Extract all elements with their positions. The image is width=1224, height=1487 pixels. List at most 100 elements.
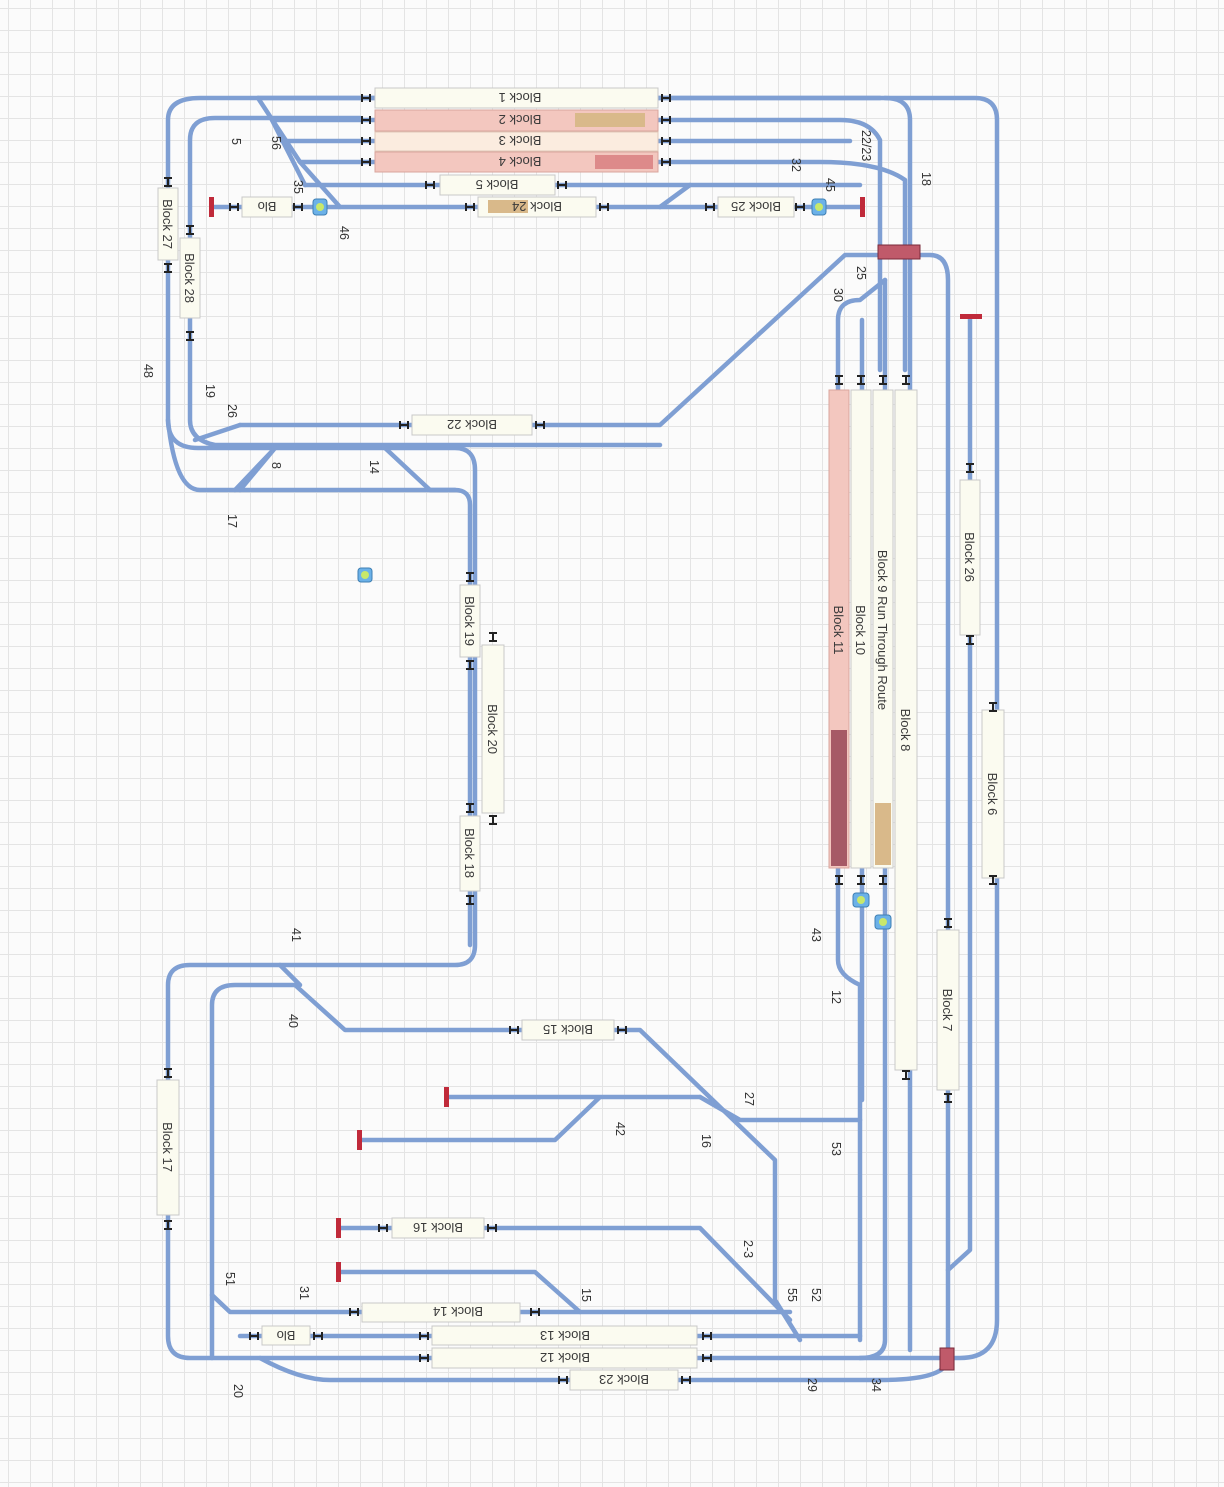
block-11[interactable]: Block 11: [828, 389, 850, 869]
track-diag-upper-right[interactable]: [657, 182, 693, 210]
turnout-number[interactable]: 14: [367, 460, 381, 474]
sensor-icon: [835, 375, 843, 385]
sensors: [164, 94, 997, 1384]
turnout-number[interactable]: 35: [291, 180, 305, 194]
track-b26[interactable]: [945, 315, 973, 1273]
block-14[interactable]: Block 14: [361, 1302, 521, 1323]
turnout-number[interactable]: 12: [829, 990, 843, 1004]
block-label: Block 15: [543, 1022, 593, 1037]
block-3[interactable]: Block 3: [374, 131, 659, 152]
block-1[interactable]: Block 1: [374, 87, 659, 109]
block-label: Block 22: [447, 417, 497, 432]
turnout-number[interactable]: 45: [823, 178, 837, 192]
track-loop-17[interactable]: [165, 417, 458, 493]
turnout-number[interactable]: 34: [869, 1378, 883, 1392]
block-25[interactable]: Block 25: [717, 196, 795, 218]
track-block4[interactable]: [297, 159, 908, 373]
turnout-number[interactable]: 16: [699, 1134, 713, 1148]
track-diag-upper-left[interactable]: [255, 95, 343, 210]
turnout-number[interactable]: 51: [223, 1272, 237, 1286]
turnout-number[interactable]: 20: [231, 1384, 245, 1398]
block-label: Block 18: [462, 828, 477, 878]
block-19[interactable]: Block 19: [459, 584, 481, 658]
turnout-number[interactable]: 15: [579, 1288, 593, 1302]
turnout-number[interactable]: 2-3: [741, 1240, 755, 1258]
track-b9[interactable]: [857, 277, 888, 1361]
turnout-number[interactable]: 48: [141, 364, 155, 378]
turnout-number[interactable]: 27: [742, 1092, 756, 1106]
turnout-number[interactable]: 22/23: [859, 130, 873, 161]
block-label: Block 27: [160, 199, 175, 249]
block-18[interactable]: Block 18: [459, 815, 481, 892]
block-17[interactable]: Block 17: [156, 1079, 180, 1216]
track-b17-inner[interactable]: [277, 962, 303, 988]
turnout-number[interactable]: 40: [286, 1014, 300, 1028]
track-b15-diag[interactable]: [697, 1094, 863, 1123]
turnout-number[interactable]: 30: [831, 288, 845, 302]
sensor-icon: [361, 116, 371, 124]
turnout-number[interactable]: 25: [854, 266, 868, 280]
turnout-number[interactable]: 31: [297, 1286, 311, 1300]
signal-icon: [852, 892, 870, 908]
sensor-icon: [558, 1376, 568, 1384]
turnout-number[interactable]: 42: [613, 1122, 627, 1136]
block-10[interactable]: Block 10: [850, 389, 872, 869]
turnout-number[interactable]: 32: [789, 158, 803, 172]
turnout-labels: 22/23 5 56 32 45 18 35 46 25 30 48 19 26…: [141, 130, 933, 1398]
block-label: Block 12: [540, 1350, 590, 1365]
block-23[interactable]: Block 23: [569, 1369, 679, 1391]
track-block2[interactable]: [269, 117, 883, 373]
sensor-icon: [989, 875, 997, 885]
track-b14-line[interactable]: [209, 1292, 793, 1315]
turnout-number[interactable]: 29: [805, 1378, 819, 1392]
block-12[interactable]: Block 12: [431, 1347, 698, 1369]
turnout-number[interactable]: 43: [809, 928, 823, 942]
sensor-icon: [186, 225, 194, 235]
turnout-number[interactable]: 53: [829, 1142, 843, 1156]
block-4[interactable]: Block 4: [374, 151, 659, 173]
crossing-top: [877, 244, 921, 260]
block-26[interactable]: Block 26: [959, 479, 981, 636]
block-label: Block 17: [160, 1122, 175, 1172]
block-6[interactable]: Block 6: [981, 709, 1005, 879]
block-label: Block 16: [413, 1220, 463, 1235]
block-blo-bottom[interactable]: Blo: [261, 1325, 311, 1346]
block-8[interactable]: Block 8: [894, 389, 918, 1071]
signals[interactable]: [312, 198, 892, 930]
turnout-number[interactable]: 18: [919, 172, 933, 186]
turnout-number[interactable]: 8: [269, 462, 283, 469]
block-13[interactable]: Block 13: [431, 1325, 698, 1346]
block-22[interactable]: Block 22: [411, 414, 533, 436]
turnout-number[interactable]: 55: [785, 1288, 799, 1302]
sensor-icon: [249, 1332, 259, 1340]
block-2[interactable]: Block 2: [374, 109, 659, 132]
block-5[interactable]: Block 5: [439, 174, 556, 196]
turnout-number[interactable]: 56: [269, 136, 283, 150]
block-24[interactable]: Block 24: [477, 196, 597, 218]
turnout-number[interactable]: 19: [203, 384, 217, 398]
track-to-blocks-right[interactable]: [882, 95, 913, 1353]
block-15[interactable]: Block 15: [521, 1019, 615, 1041]
sensor-icon: [857, 375, 865, 385]
turnout-number[interactable]: 17: [225, 514, 239, 528]
track-lower-inner[interactable]: [209, 982, 803, 1361]
track-diag-block22[interactable]: [537, 252, 893, 428]
block-20[interactable]: Block 20: [481, 644, 505, 814]
block-16[interactable]: Block 16: [391, 1217, 485, 1239]
block-28[interactable]: Block 28: [179, 237, 201, 319]
turnout-number[interactable]: 26: [225, 404, 239, 418]
track-loop-8-14[interactable]: [192, 422, 473, 948]
block-label: Block 3: [499, 133, 542, 148]
turnout-number[interactable]: 5: [229, 138, 243, 145]
turnout-number[interactable]: 41: [289, 928, 303, 942]
block-7[interactable]: Block 7: [936, 929, 960, 1091]
turnout-number[interactable]: 46: [337, 226, 351, 240]
sensor-icon: [989, 702, 997, 712]
track-sidings[interactable]: [337, 1094, 793, 1323]
block-27[interactable]: Block 27: [157, 187, 179, 261]
block-9[interactable]: Block 9 Run Through Route: [872, 389, 894, 869]
block-blo-top[interactable]: Blo: [241, 196, 293, 218]
turnout-number[interactable]: 52: [809, 1288, 823, 1302]
track-b7-loop[interactable]: [902, 252, 951, 1363]
